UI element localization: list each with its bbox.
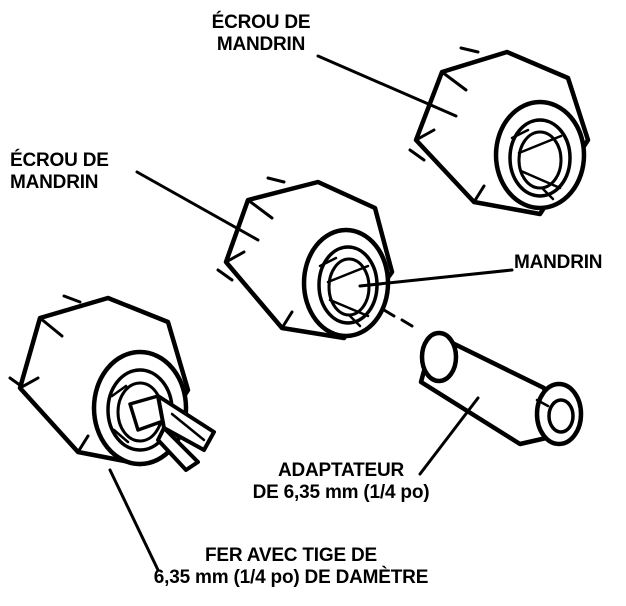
label-router-bit-line2: 6,35 mm (1/4 po) DE DAMÈTRE — [106, 567, 476, 589]
label-collet: MANDRIN — [514, 252, 602, 274]
label-top-collet-nut-line2: MANDRIN — [198, 34, 324, 56]
label-router-bit: FER AVEC TIGE DE 6,35 mm (1/4 po) DE DAM… — [106, 545, 476, 589]
top-collet-nut — [410, 48, 588, 214]
adapter-sleeve — [421, 333, 581, 444]
label-adapter-line2: DE 6,35 mm (1/4 po) — [228, 482, 454, 504]
label-top-collet-nut: ÉCROU DE MANDRIN — [198, 12, 324, 56]
label-adapter: ADAPTATEUR DE 6,35 mm (1/4 po) — [228, 460, 454, 504]
label-middle-collet-nut: ÉCROU DE MANDRIN — [10, 150, 136, 194]
alignment-axis — [384, 310, 412, 326]
label-router-bit-line1: FER AVEC TIGE DE — [106, 545, 476, 567]
label-top-collet-nut-line1: ÉCROU DE — [198, 12, 324, 34]
label-middle-collet-nut-line2: MANDRIN — [10, 172, 136, 194]
middle-collet-nut — [218, 178, 392, 338]
label-adapter-line1: ADAPTATEUR — [228, 460, 454, 482]
label-middle-collet-nut-line1: ÉCROU DE — [10, 150, 136, 172]
